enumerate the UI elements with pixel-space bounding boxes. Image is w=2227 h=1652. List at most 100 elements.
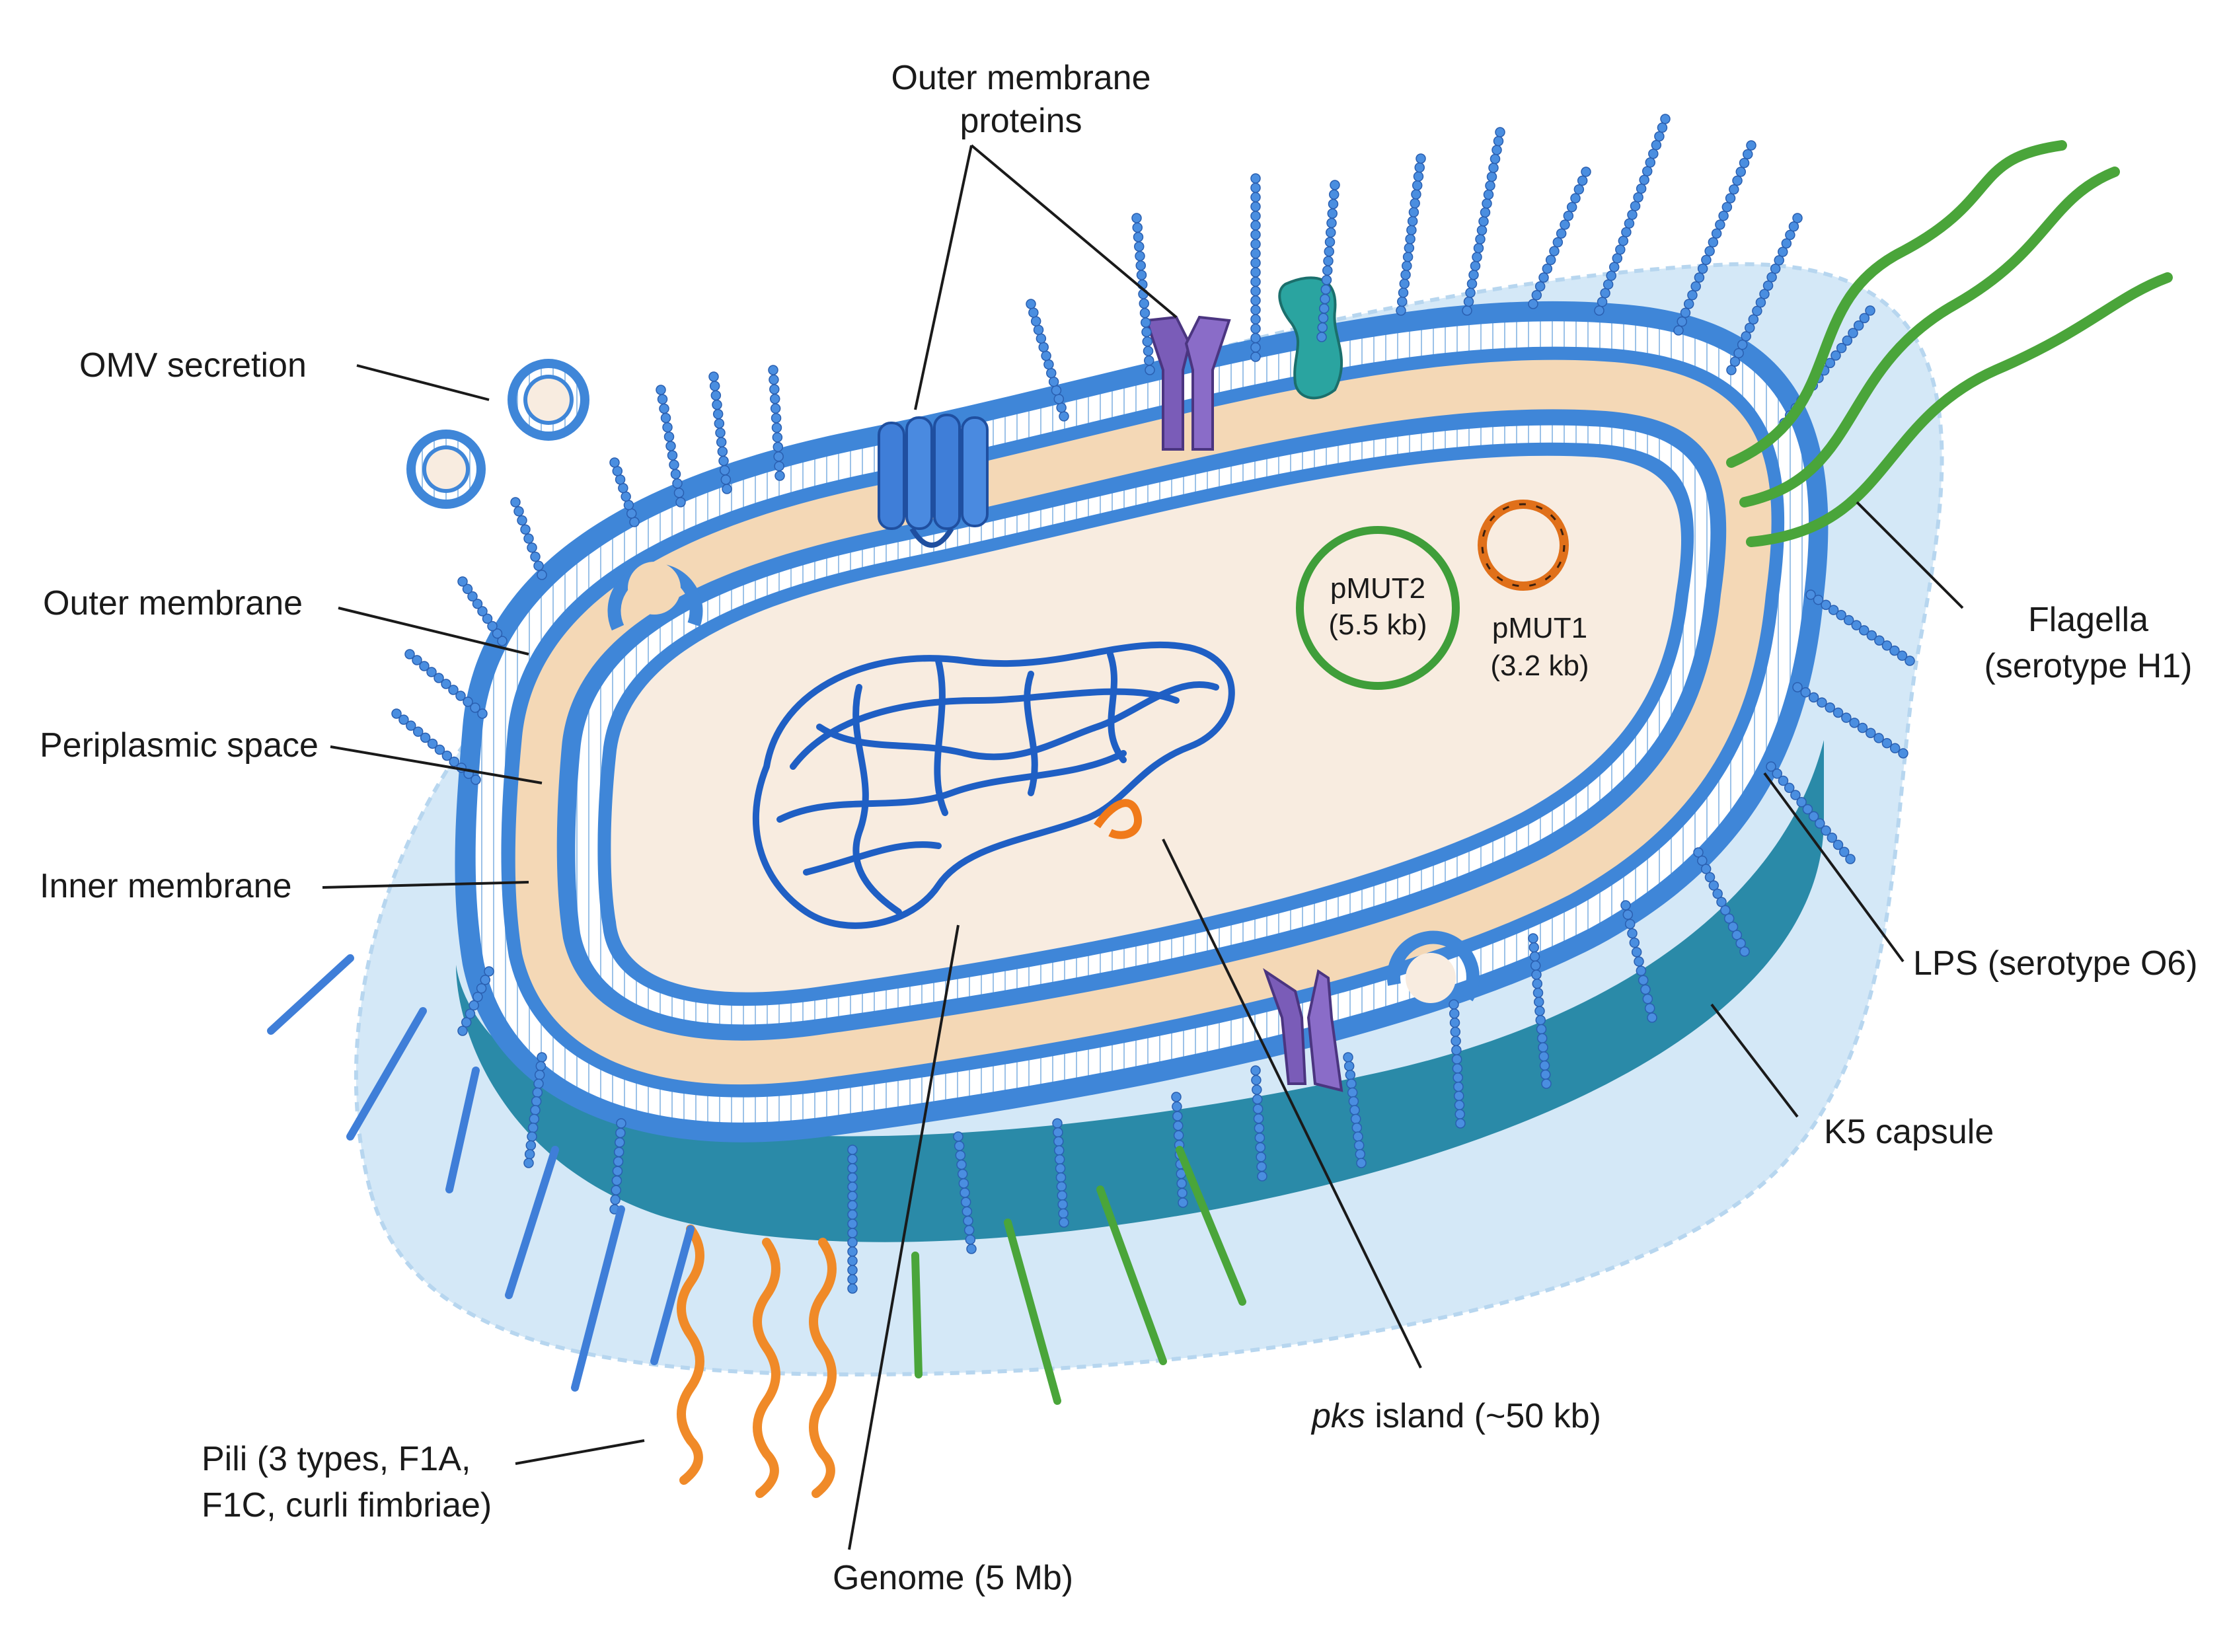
lps-bead	[1549, 246, 1560, 256]
lps-bead	[457, 576, 468, 587]
lps-bead	[434, 673, 444, 683]
lps-bead	[611, 1185, 621, 1195]
lps-bead	[1748, 314, 1759, 325]
lps-bead	[712, 408, 724, 420]
lps-bead	[412, 655, 422, 665]
lps-bead	[1353, 1131, 1363, 1142]
lps-bead	[524, 1148, 535, 1160]
lps-bead	[709, 381, 720, 391]
lps-bead	[1173, 1130, 1184, 1141]
lps-bead	[419, 661, 430, 671]
lps-bead	[1733, 348, 1744, 359]
lps-bead	[1250, 332, 1261, 344]
label-outer-membrane: Outer membrane	[43, 584, 303, 622]
lps-bead	[1843, 615, 1854, 626]
lps-bead	[960, 1197, 971, 1207]
lps-bead	[1660, 114, 1671, 124]
lps-bead	[1538, 1042, 1548, 1053]
lps-bead	[1172, 1101, 1182, 1112]
lps-bead	[719, 465, 730, 476]
lps-bead	[1415, 153, 1426, 164]
lps-bead	[1052, 1118, 1063, 1129]
lps-bead	[1054, 1154, 1065, 1165]
lps-bead	[669, 459, 679, 470]
lps-bead	[1250, 1065, 1261, 1076]
lps-bead	[1411, 189, 1421, 200]
lps-bead	[1451, 1035, 1461, 1047]
lps-bead	[1629, 937, 1640, 948]
lps-bead	[1028, 307, 1039, 318]
lps-bead	[1329, 189, 1340, 200]
label-outer-membrane-proteins-2: proteins	[960, 102, 1082, 140]
lps-bead	[1250, 342, 1261, 353]
lps-bead	[1041, 350, 1051, 361]
lps-bead	[612, 466, 623, 476]
lps-bead	[965, 1234, 976, 1245]
lps-bead	[1349, 1105, 1360, 1115]
pilus-icon	[677, 1224, 837, 1498]
lps-bead	[1657, 122, 1668, 133]
lps-bead	[1821, 599, 1831, 611]
label-inner-membrane: Inner membrane	[40, 867, 292, 905]
lps-bead	[1250, 314, 1261, 324]
lps-bead	[1612, 253, 1623, 264]
lps-bead	[1622, 909, 1634, 920]
lps-bead	[1545, 254, 1556, 266]
lps-bead	[1781, 238, 1792, 249]
lps-bead	[1454, 1100, 1465, 1111]
lps-bead	[1486, 171, 1497, 182]
lps-bead	[441, 750, 453, 761]
lps-bead	[469, 1000, 479, 1011]
lps-bead	[629, 517, 640, 527]
lps-bead	[1624, 218, 1635, 229]
lps-bead	[530, 1105, 541, 1115]
lps-bead	[847, 1237, 858, 1248]
lps-bead	[1144, 355, 1154, 366]
lps-bead	[1739, 946, 1750, 957]
lps-bead	[1715, 219, 1725, 230]
lps-bead	[513, 506, 524, 517]
lps-bead	[656, 385, 666, 395]
lps-bead	[957, 1168, 968, 1180]
lps-bead	[1735, 167, 1747, 177]
pks-island-icon	[1094, 799, 1142, 839]
lps-bead	[1133, 232, 1144, 243]
lps-bead	[1726, 365, 1737, 375]
lps-bead	[1534, 1006, 1545, 1016]
lps-bead	[1627, 928, 1638, 939]
lps-bead	[1327, 208, 1338, 219]
lps-bead	[472, 599, 483, 609]
lps-bead	[534, 1069, 545, 1080]
lps-bead	[1254, 1123, 1265, 1134]
label-pks-rest: island (~50 kb)	[1365, 1397, 1601, 1435]
lps-bead	[1712, 888, 1723, 899]
lps-bead	[670, 469, 681, 480]
lps-bead	[1881, 737, 1893, 749]
lps-bead	[955, 1150, 966, 1161]
lps-bead	[1250, 192, 1261, 203]
lps-bead	[1398, 287, 1409, 298]
lps-bead	[1141, 317, 1151, 328]
lps-bead	[1792, 682, 1803, 693]
lps-bead	[1135, 260, 1146, 271]
lps-bead	[1577, 175, 1588, 186]
lps-bead	[441, 679, 451, 689]
lps-bead	[1038, 342, 1049, 353]
lps-bead	[1483, 189, 1494, 200]
lps-bead	[847, 1246, 858, 1257]
lps-bead	[1725, 193, 1736, 204]
lps-bead	[1859, 313, 1870, 324]
lps-bead	[1053, 394, 1065, 404]
lps-bead	[612, 1166, 623, 1176]
lps-bead	[1673, 325, 1684, 336]
lps-bead	[1407, 215, 1418, 227]
lps-bead	[1898, 748, 1908, 759]
lps-bead	[1453, 1090, 1464, 1102]
lps-bead	[1813, 594, 1824, 605]
lps-bead	[1250, 285, 1261, 297]
lps-bead	[1743, 149, 1753, 160]
lps-bead	[1397, 296, 1408, 307]
lps-bead	[1132, 222, 1143, 233]
lps-bead	[420, 732, 431, 743]
leader-lines	[322, 144, 1964, 1550]
